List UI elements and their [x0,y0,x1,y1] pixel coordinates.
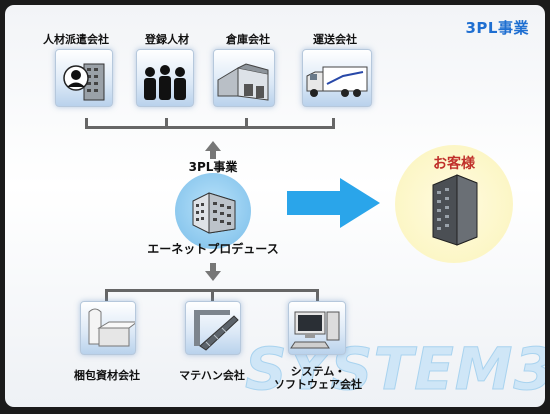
down-arrow [205,263,221,281]
up-arrow [205,141,221,159]
partner-tile-warehouse [213,49,275,107]
center-disc [175,173,251,249]
computer-icon [290,311,340,349]
diagram-shapes [205,141,380,281]
partner-label-registered: 登録人材 [145,33,189,46]
partner-label-packaging: 梱包資材会社 [74,369,140,382]
top-bracket-tick-1 [85,118,88,129]
customer-disc [395,145,513,263]
registered-people-icon [144,65,186,100]
customer-building-icon [432,174,478,246]
center-label-top: 3PL事業 [188,160,238,174]
partner-label-material-handling: マテハン会社 [179,369,245,382]
partner-label-transport: 運送会社 [313,33,357,46]
page-title: 3PL事業 [465,19,529,37]
bottom-bracket-tick-2 [211,289,214,301]
partner-tile-transport [302,49,372,107]
company-building-icon [192,192,236,234]
customer-arrow [287,178,380,228]
truck-icon [306,66,368,97]
material-handling-icon [194,310,239,351]
top-bracket-tick-3 [245,118,248,129]
partner-label-staffing: 人材派遣会社 [43,33,109,46]
packaging-material-icon [88,308,135,347]
top-bracket-tick-2 [165,118,168,129]
partner-tile-registered [136,49,194,107]
top-bracket-tick-4 [332,118,335,129]
partner-tile-material-handling [185,301,241,355]
warehouse-icon [217,63,269,101]
bottom-bracket-tick-1 [105,289,108,301]
top-bracket-bar [85,126,335,129]
staffing-icon [63,63,105,101]
center-label-bottom: エーネットプロデュース [147,242,279,256]
partner-tile-packaging [80,301,136,355]
diagram-panel: 3PL事業 SYSTEM3 人材派遣会社 登録人材 [5,5,545,407]
partner-tile-staffing [55,49,113,107]
partner-label-warehouse: 倉庫会社 [226,33,270,46]
customer-label: お客様 [433,156,475,172]
partner-label-system: システム・ ソフトウェア会社 [274,365,362,391]
partner-tile-system [288,301,346,355]
bottom-bracket-tick-3 [316,289,319,301]
